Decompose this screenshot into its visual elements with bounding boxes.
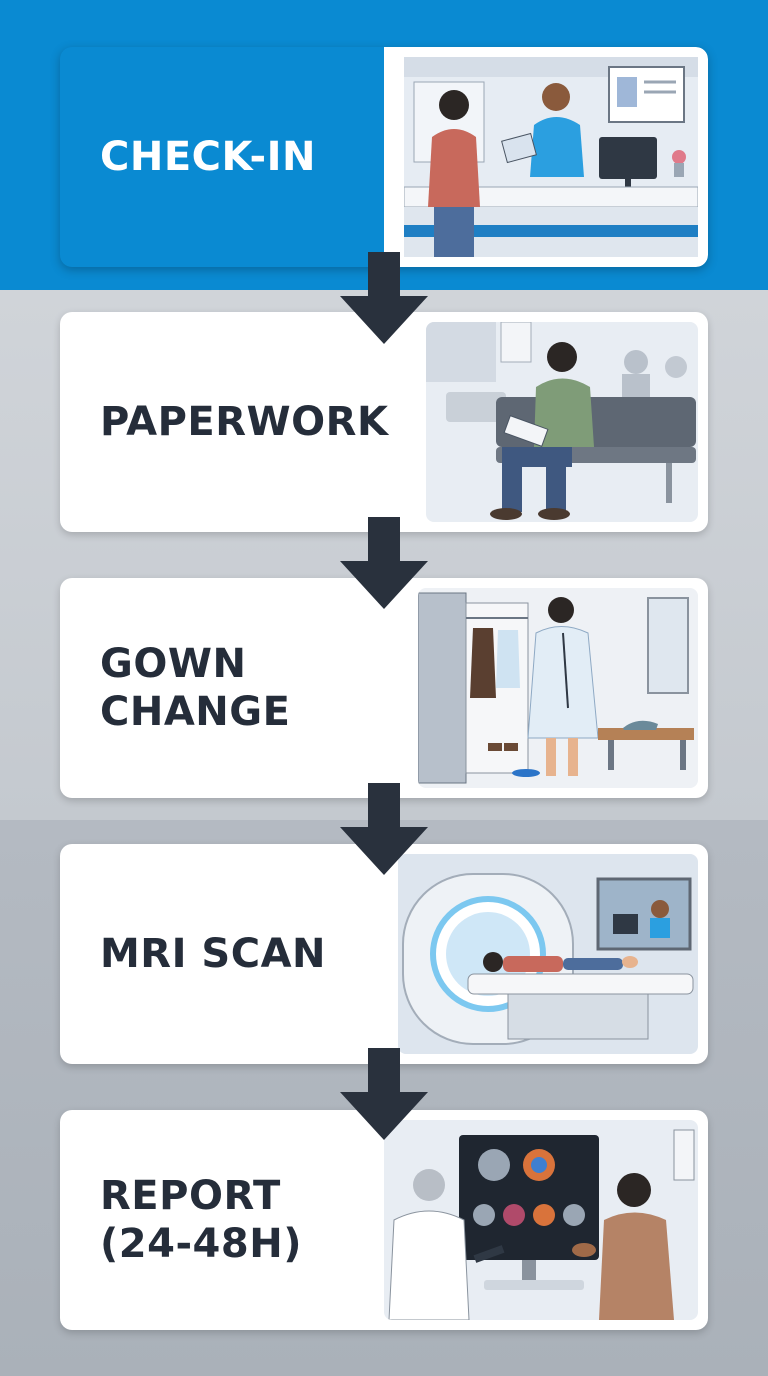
flow-arrow-3 [340,783,428,875]
step-card-gown-change: GOWN CHANGE [60,578,708,798]
step-card-check-in: CHECK-IN [60,47,708,267]
flow-arrow-2 [340,517,428,609]
step-label-report: REPORT (24-48H) [100,1173,302,1267]
reception-desk-illustration [384,47,708,267]
step-label-paperwork: PAPERWORK [100,399,389,445]
step-card-paperwork: PAPERWORK [60,312,708,532]
step-label-gown-change: GOWN CHANGE [100,641,291,735]
mri-scanner-illustration [398,854,698,1054]
step-label-mri-scan: MRI SCAN [100,931,327,977]
flow-arrow-1 [340,252,428,344]
flow-arrow-4 [340,1048,428,1140]
step-label-check-in: CHECK-IN [100,134,316,180]
doctor-review-illustration [384,1120,698,1320]
locker-room-gown-illustration [418,588,698,788]
step-card-mri-scan: MRI SCAN [60,844,708,1064]
waiting-room-clipboard-illustration [426,322,698,522]
step-card-report: REPORT (24-48H) [60,1110,708,1330]
